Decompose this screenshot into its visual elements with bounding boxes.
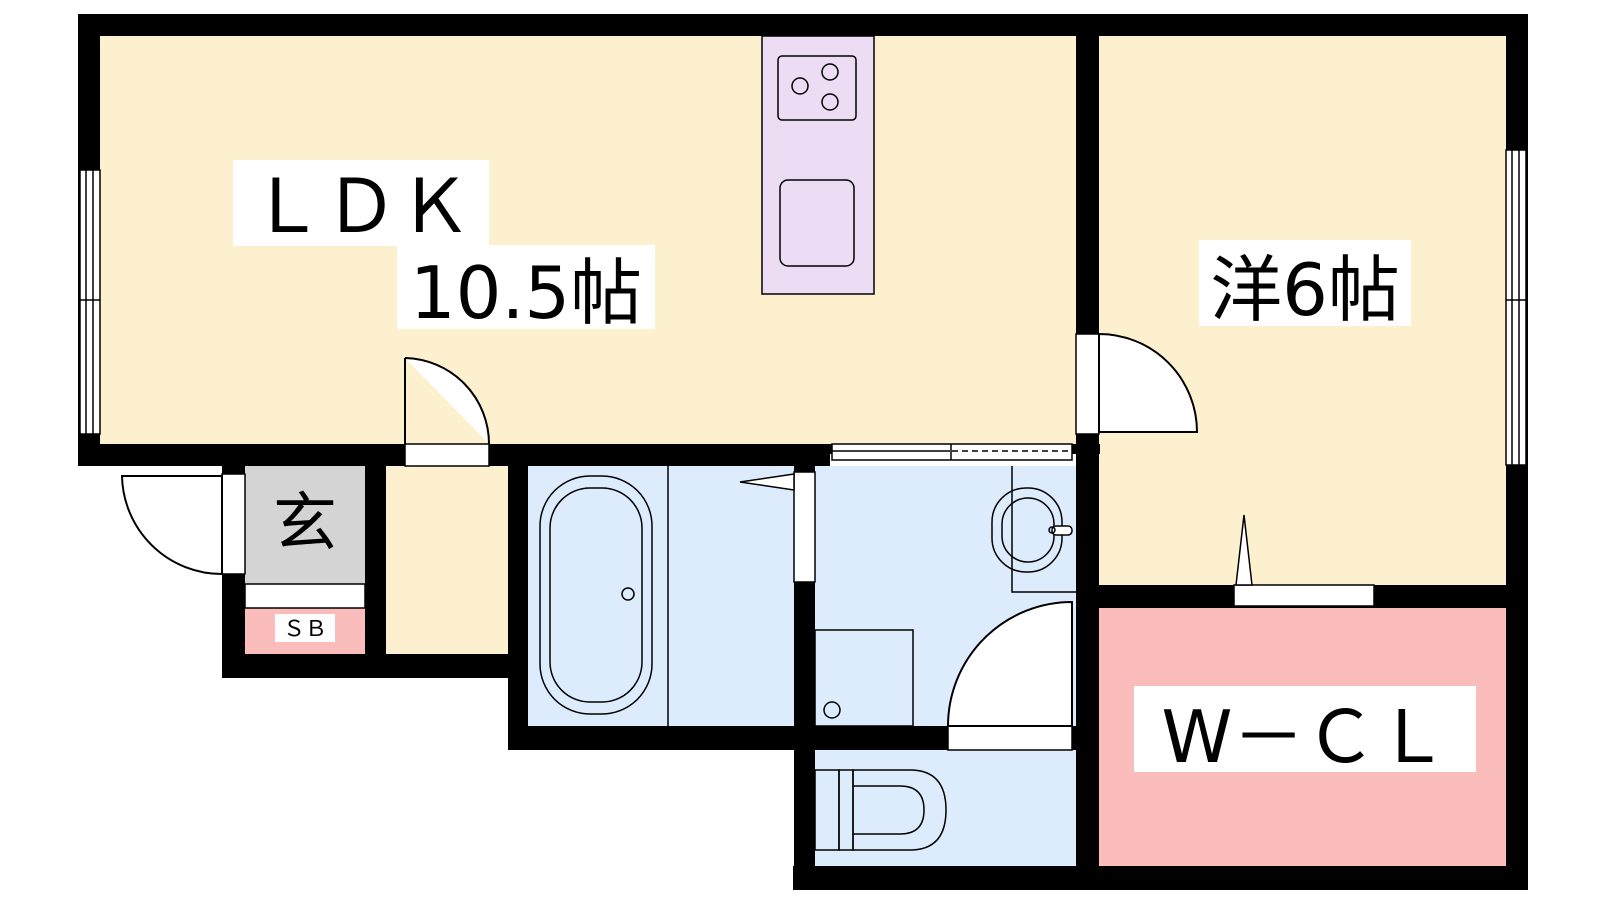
door-closet [1233, 514, 1375, 607]
bathtub-icon [539, 466, 669, 726]
window-left [79, 169, 101, 435]
door-western [1075, 332, 1199, 435]
western-room-label: 洋6帖 [1199, 240, 1411, 332]
shoebox-label: ＳＢ [275, 614, 335, 642]
western-room-name: 洋6帖 [1210, 248, 1400, 332]
toilet-icon [814, 769, 947, 851]
sink-icon [779, 179, 855, 267]
ldk-label: ＬＤＫ 10.5帖 [233, 160, 655, 335]
door-washroom [946, 600, 1073, 751]
kitchen-counter [761, 35, 875, 295]
entrance-step [244, 583, 366, 609]
door-entrance [120, 473, 246, 576]
stove-icon [777, 55, 857, 121]
window-washroom [831, 443, 1073, 461]
entrance-floor [245, 466, 365, 584]
corridor-floor [386, 466, 508, 654]
door-ldk-corridor [404, 357, 490, 467]
closet-label: W－ＣＬ [1134, 686, 1476, 779]
washing-machine-icon [814, 629, 914, 727]
washbasin-icon [991, 466, 1076, 593]
bath-floor [528, 466, 794, 726]
ldk-size: 10.5帖 [410, 251, 642, 335]
door-bath [739, 471, 816, 583]
ldk-name: ＬＤＫ [250, 164, 472, 250]
window-right [1505, 149, 1527, 466]
closet-name: W－ＣＬ [1161, 695, 1448, 779]
entrance-label: 玄 [273, 487, 337, 561]
entrance-name: 玄 [273, 487, 337, 561]
shoebox-name: ＳＢ [283, 617, 327, 642]
